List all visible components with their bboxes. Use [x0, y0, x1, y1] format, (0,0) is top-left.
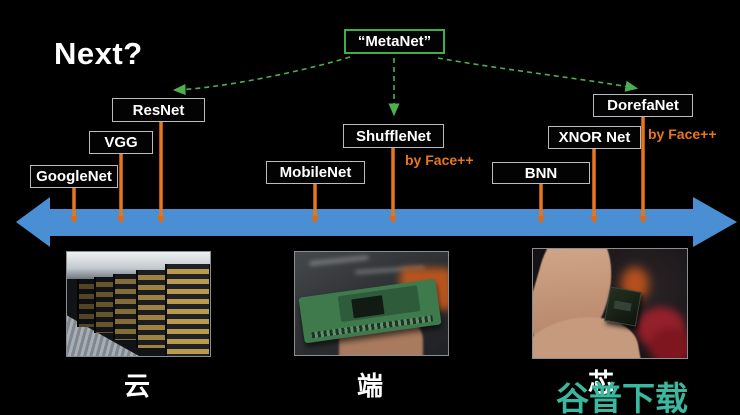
slide-title: Next?: [54, 36, 143, 71]
tiny-chip: [604, 286, 642, 327]
chip-glint: [613, 300, 632, 312]
timeline-double-arrow: [16, 197, 737, 247]
photo-chip-in-fingers: [532, 248, 688, 359]
metanet-box: “MetaNet”: [344, 29, 445, 54]
network-box-resnet: ResNet: [112, 98, 205, 122]
stem-arrows: [72, 117, 645, 216]
network-box-mobilenet: MobileNet: [266, 161, 365, 184]
network-box-bnn: BNN: [492, 162, 590, 184]
network-box-xnornet: XNOR Net: [548, 126, 641, 149]
category-label-chip: 芯: [588, 368, 615, 398]
category-label-edge: 端: [357, 371, 384, 401]
network-box-dorefanet: DorefaNet: [593, 94, 693, 117]
network-box-vgg: VGG: [89, 131, 153, 154]
site-watermark: 谷普下载: [556, 380, 688, 415]
stem-arrowheads: [70, 216, 647, 224]
blurred-red-background: [649, 328, 687, 358]
server-rack: [165, 264, 210, 356]
network-box-shufflenet: ShuffleNet: [343, 124, 444, 148]
credit-dorefanet-face: by Face++: [648, 126, 717, 142]
server-rack: [136, 270, 167, 348]
network-box-googlenet: GoogleNet: [30, 165, 118, 188]
credit-shufflenet-face: by Face++: [405, 152, 474, 168]
category-label-cloud: 云: [124, 371, 151, 401]
metanet-connector-arrows: [172, 56, 639, 117]
photo-cloud-servers: [66, 251, 211, 357]
ceiling-light-streak: [308, 254, 370, 267]
photo-edge-device-board: [294, 251, 449, 356]
